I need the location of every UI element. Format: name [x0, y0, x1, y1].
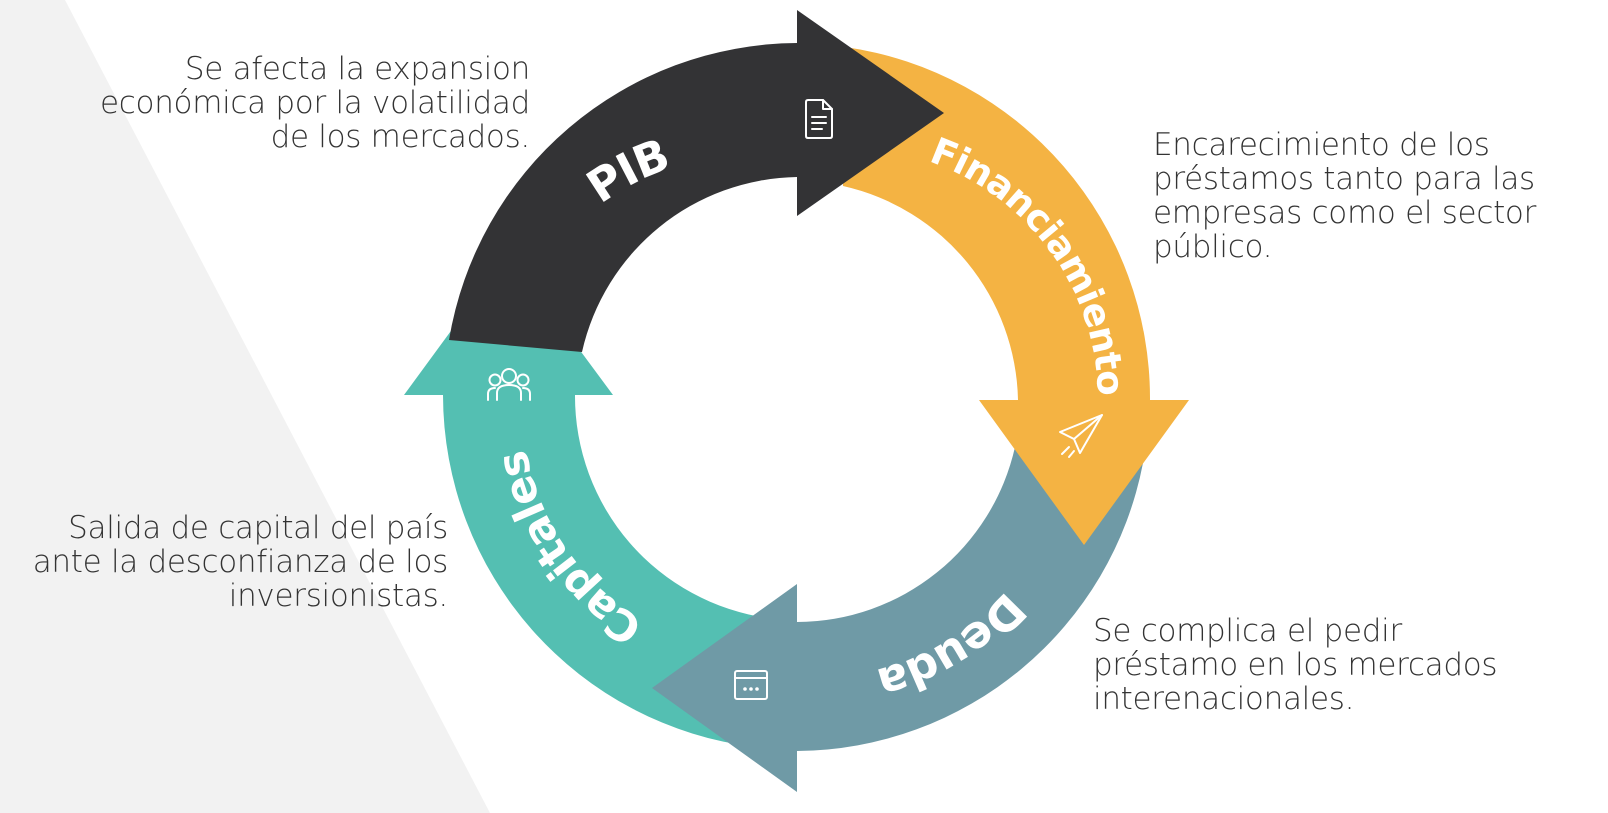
- note-deuda: Se complica el pedir préstamo en los mer…: [1093, 613, 1498, 717]
- segment-pib: [449, 10, 944, 352]
- note-financiamiento: Encarecimiento de los préstamos tanto pa…: [1153, 127, 1537, 265]
- segment-financiamiento: [843, 47, 1189, 545]
- people-group-icon: [487, 368, 531, 401]
- segment-capitales: [404, 253, 768, 747]
- note-capitales: Salida de capital del país ante la desco…: [32, 510, 449, 614]
- note-pib: Se afecta la expansion económica por la …: [100, 51, 530, 155]
- paper-plane-icon: [1059, 414, 1103, 458]
- browser-window-icon: [734, 670, 768, 700]
- document-icon: [805, 99, 833, 139]
- segment-deuda: [652, 447, 1143, 792]
